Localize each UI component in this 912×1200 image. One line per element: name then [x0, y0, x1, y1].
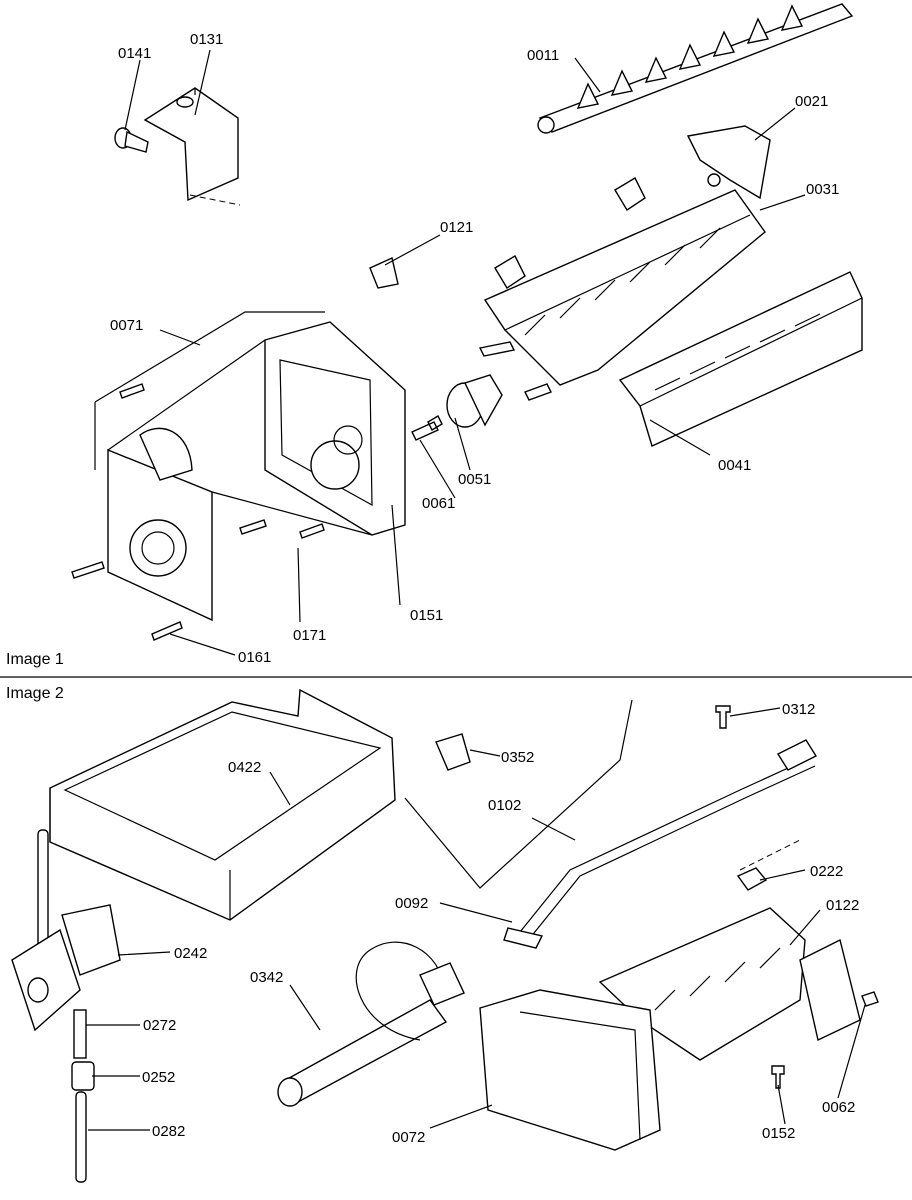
part-0072-cover — [479, 989, 661, 1151]
panel-2: Image 2 — [6, 685, 879, 1183]
part-0222-clip — [736, 839, 801, 891]
callout-0222: 0222 — [810, 863, 843, 880]
part-0031-mold — [483, 177, 766, 386]
callout-0312: 0312 — [782, 701, 815, 718]
part-0121-clip — [369, 257, 399, 289]
panel-1-caption: Image 1 — [6, 651, 64, 668]
callout-0062: 0062 — [822, 1099, 855, 1116]
callout-0021: 0021 — [795, 93, 828, 110]
callout-0041: 0041 — [718, 457, 751, 474]
callout-0051: 0051 — [458, 471, 491, 488]
callout-0122: 0122 — [826, 897, 859, 914]
callout-0252: 0252 — [142, 1069, 175, 1086]
part-0041-bin — [618, 271, 863, 447]
part-0352-clip — [435, 733, 471, 771]
part-0422-tray — [49, 688, 396, 921]
callout-0161: 0161 — [238, 649, 271, 666]
callout-0422: 0422 — [228, 759, 261, 776]
callout-0282: 0282 — [152, 1123, 185, 1140]
callout-0031: 0031 — [806, 181, 839, 198]
callout-0102: 0102 — [488, 797, 521, 814]
leaders-panel-2 — [86, 707, 866, 1131]
callout-0071: 0071 — [110, 317, 143, 334]
part-0071-housing — [94, 311, 406, 622]
callout-0151: 0151 — [410, 607, 443, 624]
callout-0092: 0092 — [395, 895, 428, 912]
callout-0072: 0072 — [392, 1129, 425, 1146]
callout-0171: 0171 — [293, 627, 326, 644]
screws-0161-0171 — [71, 383, 325, 641]
part-0342-fill-tube — [277, 941, 465, 1107]
panel-2-caption: Image 2 — [6, 685, 64, 702]
part-0011-ejector — [537, 3, 854, 134]
callout-0121: 0121 — [440, 219, 473, 236]
part-0021-guide — [686, 125, 771, 200]
part-0092-harness — [503, 739, 818, 949]
callout-0242: 0242 — [174, 945, 207, 962]
part-0061-pins — [411, 415, 443, 441]
panel-1: 0141 0131 0011 0021 0031 0121 0071 0051 … — [6, 3, 863, 668]
callout-0141: 0141 — [118, 45, 151, 62]
callout-0152: 0152 — [762, 1125, 795, 1142]
callout-0342: 0342 — [250, 969, 283, 986]
part-0141-screw — [114, 127, 149, 153]
callout-0011: 0011 — [527, 47, 559, 64]
callout-0272: 0272 — [143, 1017, 176, 1034]
screws-0152-0062 — [771, 991, 879, 1089]
callout-0061: 0061 — [422, 495, 455, 512]
part-0051-motor — [446, 341, 552, 428]
part-water-valve — [11, 829, 121, 1183]
part-0131-bracket — [143, 87, 241, 206]
callout-0131: 0131 — [190, 31, 223, 48]
leaders-panel-1 — [124, 49, 806, 656]
callout-0352: 0352 — [501, 749, 534, 766]
part-0102-wire — [404, 699, 633, 889]
part-0312-screw — [715, 705, 731, 729]
